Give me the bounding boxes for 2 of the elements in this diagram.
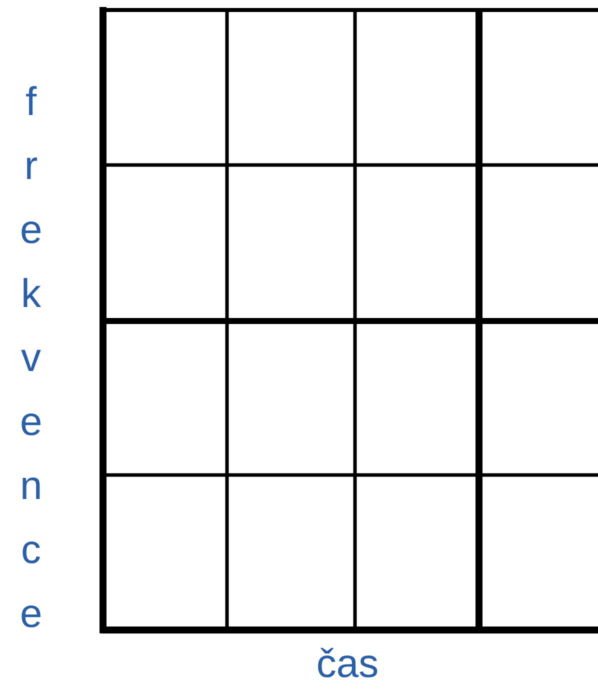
axis-label: čas [315,641,380,688]
axis-label: frekvence [20,79,42,638]
